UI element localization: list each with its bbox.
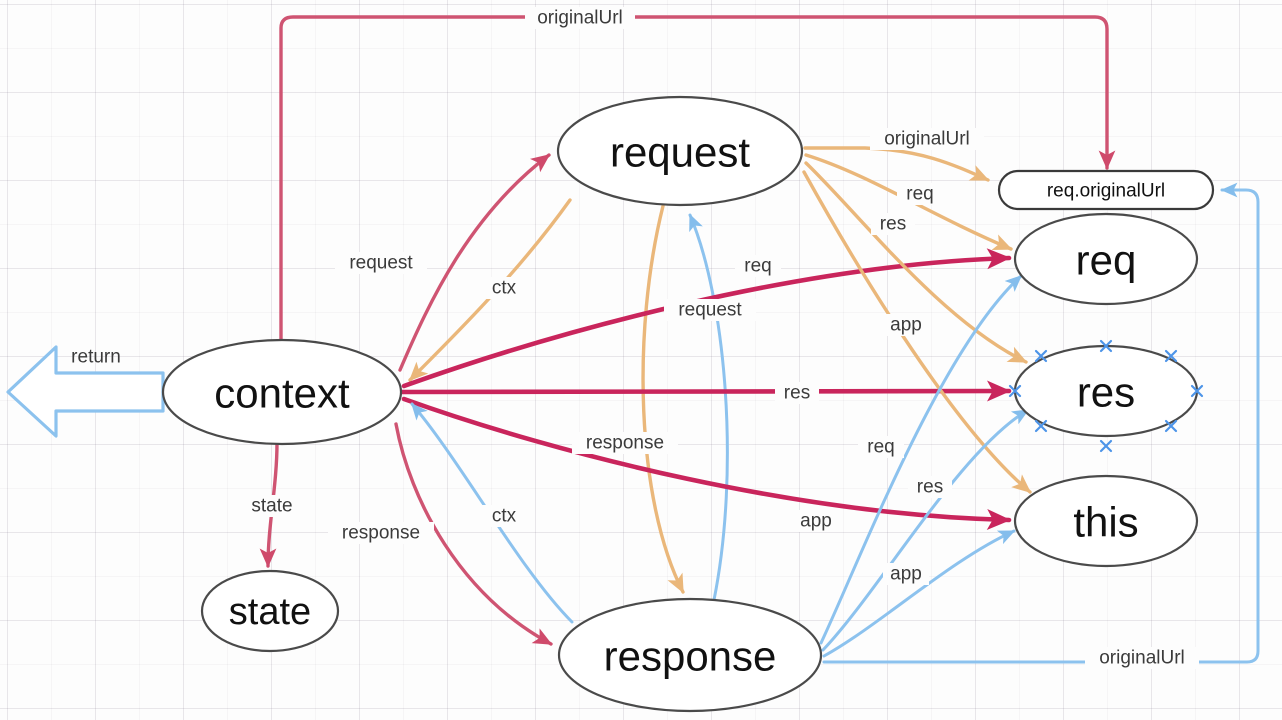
edge-label-originalurl-request: originalUrl — [870, 128, 984, 150]
edge-label-state: state — [242, 495, 302, 517]
svg-text:req: req — [744, 256, 771, 277]
edge-context-to-res[interactable] — [399, 380, 1012, 402]
node-req-originalurl[interactable]: req.originalUrl — [997, 169, 1215, 211]
svg-text:originalUrl: originalUrl — [884, 129, 970, 150]
edge-label-response-1: response — [328, 522, 434, 544]
edge-response-to-req[interactable] — [819, 274, 1023, 645]
edge-label-app-3: app — [883, 563, 929, 585]
node-request[interactable]: request — [556, 95, 804, 207]
edge-label-req-3: req — [858, 436, 904, 458]
edge-request-to-this[interactable] — [802, 170, 1032, 494]
edge-request-to-response[interactable] — [641, 204, 685, 594]
node-res[interactable]: res — [1013, 344, 1199, 438]
node-state-label: state — [229, 591, 311, 633]
svg-text:state: state — [251, 496, 292, 517]
edge-request-to-res[interactable] — [804, 161, 1028, 364]
node-req[interactable]: req — [1013, 212, 1199, 306]
return-block-arrow[interactable] — [6, 345, 165, 438]
edge-label-ctx-2: ctx — [481, 505, 527, 527]
svg-text:ctx: ctx — [492, 278, 517, 299]
svg-text:res: res — [917, 477, 943, 498]
edge-response-to-req-originalurl[interactable] — [822, 182, 1260, 664]
node-req-label: req — [1076, 237, 1137, 284]
edge-label-originalurl-top: originalUrl — [525, 7, 635, 29]
edge-label-ctx-1: ctx — [481, 277, 527, 299]
edge-label-req-2: req — [897, 183, 943, 205]
svg-text:ctx: ctx — [492, 506, 517, 527]
node-req-originalurl-label: req.originalUrl — [1047, 181, 1165, 202]
svg-text:app: app — [800, 511, 832, 532]
edge-label-res-1: res — [775, 382, 819, 404]
edge-label-request-2: request — [664, 299, 756, 321]
svg-text:req: req — [867, 437, 894, 458]
edge-context-to-req-originalurl[interactable] — [279, 15, 1116, 342]
node-this[interactable]: this — [1013, 474, 1199, 568]
node-context[interactable]: context — [161, 338, 403, 446]
edge-label-originalurl-bottom: originalUrl — [1085, 647, 1199, 669]
edge-context-to-request[interactable] — [398, 153, 551, 372]
svg-text:req: req — [906, 184, 933, 205]
edge-context-to-this[interactable] — [401, 396, 1012, 530]
edge-label-res-2: res — [871, 213, 915, 235]
svg-text:response: response — [586, 433, 664, 454]
svg-text:request: request — [349, 253, 413, 274]
svg-text:return: return — [71, 347, 121, 368]
edge-label-layer: originalUrl request ctx req res app — [71, 7, 1199, 669]
return-arrow-label: return — [71, 347, 121, 368]
edge-label-app-2: app — [883, 314, 929, 336]
edge-label-res-3: res — [908, 476, 952, 498]
svg-text:res: res — [880, 214, 906, 235]
edge-label-req-1: req — [735, 255, 781, 277]
node-request-label: request — [610, 129, 750, 176]
node-response[interactable]: response — [557, 597, 823, 713]
node-response-label: response — [604, 633, 777, 680]
selection-handles-res[interactable] — [1008, 339, 1204, 453]
svg-text:res: res — [784, 383, 810, 404]
edge-response-to-request[interactable] — [688, 213, 729, 602]
svg-text:response: response — [342, 523, 420, 544]
node-context-label: context — [214, 370, 350, 417]
node-res-label: res — [1077, 369, 1135, 416]
edge-response-to-res[interactable] — [821, 408, 1030, 652]
node-this-label: this — [1073, 499, 1138, 546]
edge-response-to-this[interactable] — [822, 529, 1016, 658]
edge-label-app-1: app — [793, 510, 839, 532]
svg-text:originalUrl: originalUrl — [537, 8, 623, 29]
svg-text:app: app — [890, 564, 922, 585]
edge-context-to-response[interactable] — [394, 422, 553, 646]
node-state[interactable]: state — [200, 569, 340, 653]
svg-text:app: app — [890, 315, 922, 336]
edge-label-request-1: request — [335, 252, 427, 274]
svg-text:request: request — [678, 300, 742, 321]
svg-text:originalUrl: originalUrl — [1099, 648, 1185, 669]
node-layer: context request response state req res — [161, 95, 1215, 713]
edge-label-response-2: response — [572, 432, 678, 454]
